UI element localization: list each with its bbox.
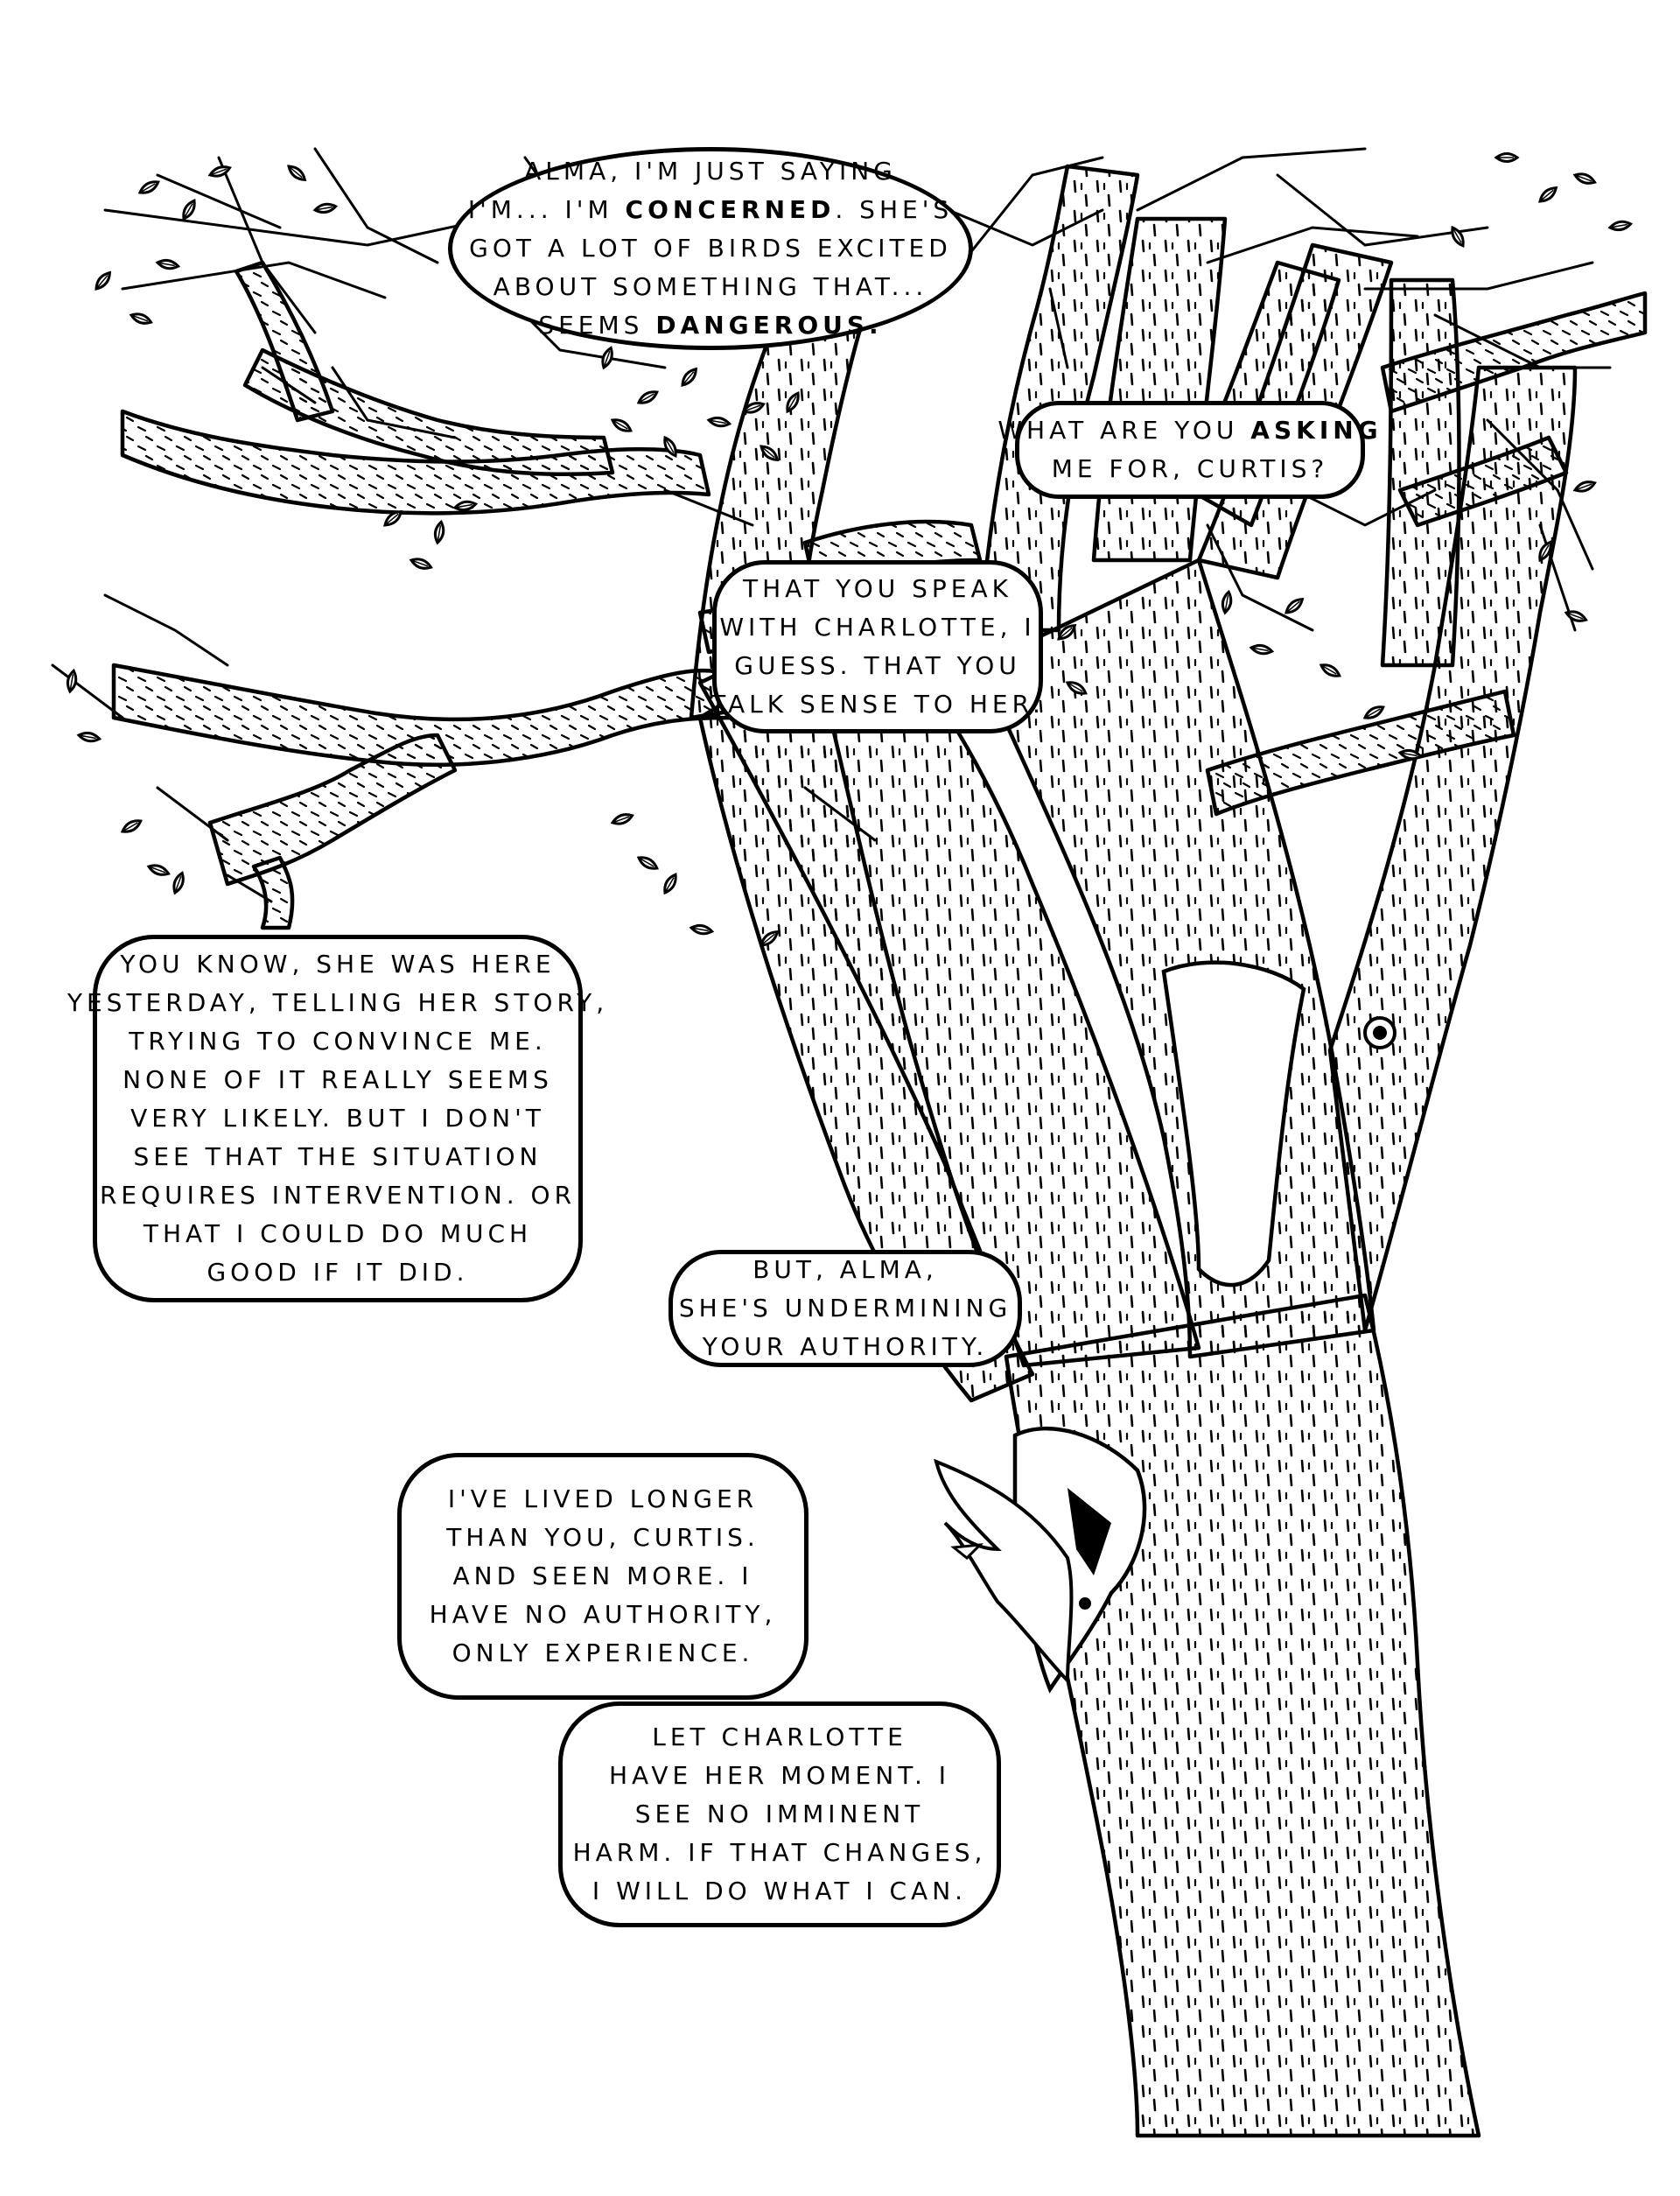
speech-text: that I could do much (143, 1219, 533, 1248)
speech-text: very likely. But I don't (130, 1104, 545, 1133)
speech-line: good if it did. (206, 1253, 468, 1292)
speech-bubble-alma-let-charlotte: Let Charlotte have her moment. I see no im… (558, 1701, 1001, 1927)
speech-line: harm. If that changes, (573, 1834, 987, 1872)
speech-text: have no authority, (429, 1600, 777, 1629)
emphasis-text: concerned (625, 195, 836, 224)
speech-line: I'm... I'm concerned. She's (468, 191, 953, 229)
speech-text: None of it really seems (122, 1065, 553, 1094)
speech-line: None of it really seems (122, 1061, 553, 1099)
speech-text: That you speak (742, 574, 1012, 603)
speech-text: trying to convince me. (129, 1027, 547, 1056)
speech-line: about something that... (494, 268, 928, 306)
speech-line: your authority. (703, 1328, 988, 1366)
speech-line: got a lot of birds excited (469, 229, 952, 268)
speech-line: Let Charlotte (652, 1718, 907, 1757)
speech-text: . She's (835, 195, 954, 224)
speech-line: guess. That you (734, 647, 1020, 685)
speech-line: that I could do much (144, 1215, 532, 1253)
speech-text: And seen more. I (452, 1561, 753, 1590)
speech-line: very likely. But I don't (130, 1099, 545, 1138)
speech-line: see no imminent (635, 1795, 924, 1834)
speech-line: That you speak (743, 570, 1012, 608)
speech-line: But, Alma, (752, 1251, 938, 1289)
speech-line: requires intervention. Or (100, 1176, 576, 1215)
speech-text: she's undermining (678, 1294, 1012, 1323)
speech-text: I'm... I'm (467, 195, 626, 224)
speech-line: she's undermining (679, 1289, 1012, 1328)
speech-text: got a lot of birds excited (469, 234, 952, 263)
speech-line: Alma, I'm just saying (524, 152, 897, 191)
speech-line: talk sense to her. (710, 685, 1045, 724)
speech-line: have her moment. I (609, 1757, 950, 1795)
speech-text: only experience. (452, 1638, 754, 1667)
speech-bubble-alma-asking: What are you askingme for, Curtis? (998, 401, 1378, 499)
speech-text: have her moment. I (608, 1761, 951, 1790)
speech-line: seems dangerous. (538, 306, 882, 345)
speech-line: What are you asking (998, 411, 1382, 450)
speech-bubble-curtis-speak-with-charlotte: That you speak with Charlotte, I guess. Th… (710, 560, 1045, 733)
speech-line: You know, she was here (120, 945, 555, 984)
speech-text: I will do what I can. (592, 1877, 968, 1905)
speech-text: You know, she was here (120, 950, 556, 979)
speech-text: Let Charlotte (652, 1722, 907, 1751)
speech-line: only experience. (452, 1634, 754, 1673)
speech-text: see that the situation (133, 1142, 542, 1171)
speech-text: about something that... (493, 272, 928, 301)
speech-line: me for, Curtis? (1052, 450, 1329, 488)
speech-line: trying to convince me. (129, 1022, 547, 1061)
speech-text: than you, Curtis. (446, 1523, 760, 1552)
speech-bubble-alma-experience: I've lived longer than you, Curtis. And se… (397, 1453, 808, 1700)
speech-line: than you, Curtis. (446, 1519, 760, 1557)
speech-line: yesterday, telling her story, (67, 984, 608, 1022)
speech-line: have no authority, (430, 1596, 777, 1634)
speech-text: your authority. (702, 1332, 989, 1361)
speech-text: What are you (998, 416, 1251, 445)
speech-text: guess. That you (734, 651, 1021, 680)
speech-text: harm. If that changes, (572, 1838, 987, 1867)
speech-text: yesterday, telling her story, (66, 988, 609, 1017)
speech-text: Alma, I'm just saying (524, 157, 897, 186)
speech-line: I will do what I can. (592, 1872, 967, 1911)
speech-text: talk sense to her. (710, 690, 1045, 719)
speech-text: requires intervention. Or (99, 1181, 577, 1210)
speech-line: And seen more. I (453, 1557, 753, 1596)
speech-text: I've lived longer (447, 1484, 759, 1513)
speech-text: see no imminent (634, 1800, 925, 1828)
speech-bubble-alma-not-likely: You know, she was hereyesterday, telling… (67, 935, 604, 1302)
speech-line: with Charlotte, I (719, 608, 1035, 647)
speech-bubble-curtis-concerned: Alma, I'm just sayingI'm... I'm concerne… (448, 147, 973, 350)
speech-line: I've lived longer (448, 1480, 758, 1519)
speech-text: with Charlotte, I (719, 613, 1036, 642)
speech-text: me for, Curtis? (1051, 454, 1329, 483)
speech-text: good if it did. (206, 1258, 469, 1287)
speech-text: seems (538, 311, 656, 340)
emphasis-text: dangerous. (655, 311, 883, 340)
emphasis-text: asking (1250, 416, 1382, 445)
speech-text: But, Alma, (752, 1255, 938, 1284)
speech-bubble-curtis-undermining: But, Alma, she's undermining your authorit… (668, 1250, 1022, 1367)
speech-line: see that the situation (134, 1138, 542, 1176)
